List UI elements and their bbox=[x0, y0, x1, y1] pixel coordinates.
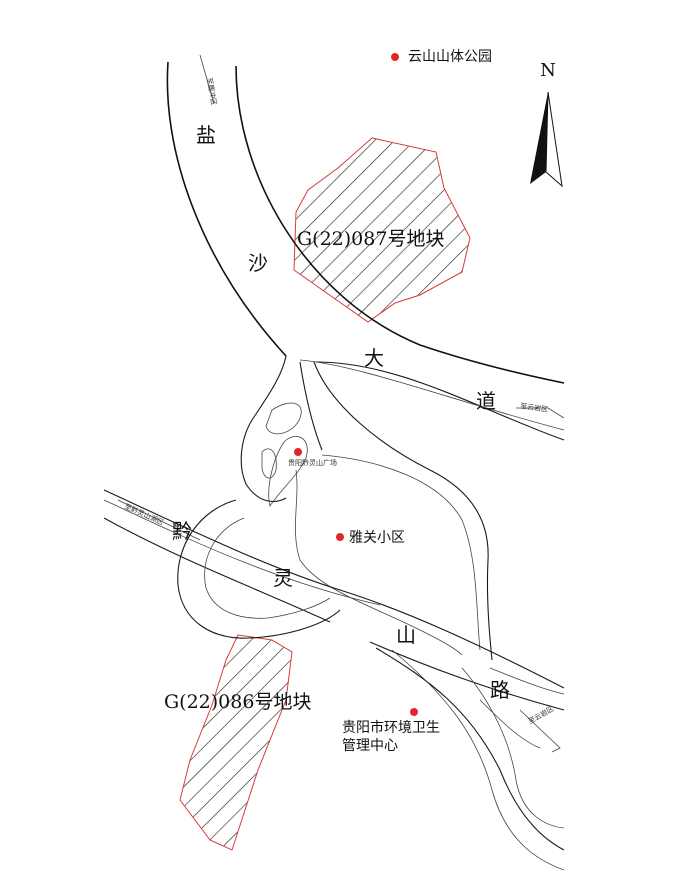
poi-label-community: 雅关小区 bbox=[349, 530, 405, 546]
road-name-lu: 路 bbox=[490, 678, 510, 702]
road-name-sha: 沙 bbox=[248, 251, 268, 275]
road-name-ling: 灵 bbox=[273, 566, 293, 590]
road-name-qian: 黔 bbox=[172, 519, 192, 543]
yansha-road-south-edge bbox=[315, 361, 565, 441]
qianling-road-north-edge-2 bbox=[103, 499, 381, 606]
ramp-central bbox=[299, 361, 323, 451]
se-road-east-edge bbox=[489, 667, 565, 695]
direction-label-yunyan-top: 至云岩区 bbox=[520, 401, 549, 414]
poi-dot-sanitation bbox=[410, 708, 418, 716]
poi-dot-square bbox=[294, 448, 302, 456]
direction-arrow-yunyan-top bbox=[516, 407, 565, 419]
qianling-road-north-edge bbox=[103, 489, 565, 689]
yansha-north-thin bbox=[199, 54, 215, 105]
north-arrow-dark-half bbox=[530, 92, 548, 184]
se-ramp-4 bbox=[479, 699, 541, 749]
north-arrow-light-half bbox=[545, 91, 563, 188]
ramp-inner-island-2 bbox=[261, 448, 277, 479]
parcel-label-086: G(22)086号地块 bbox=[164, 691, 311, 713]
direction-label-qianlingshan: 至黔灵山湖区 bbox=[123, 502, 165, 527]
ramp-inner-island-1 bbox=[265, 402, 302, 435]
ramp-east-loop bbox=[313, 361, 493, 661]
se-ramp-3 bbox=[461, 667, 565, 829]
sw-loop-ramp-inner bbox=[204, 517, 331, 619]
parcel-label-087: G(22)087号地块 bbox=[297, 228, 444, 250]
ramp-inner-island-3 bbox=[268, 436, 308, 508]
yansha-road-inner-edge bbox=[235, 65, 565, 384]
yansha-road-outer-edge bbox=[166, 61, 287, 357]
ramp-community-block bbox=[295, 469, 463, 656]
qianling-direction-arrow bbox=[117, 499, 201, 541]
road-name-dao: 道 bbox=[476, 389, 496, 413]
direction-arrow-yunyan-bottom bbox=[519, 709, 561, 753]
road-name-da: 大 bbox=[364, 346, 384, 370]
ramp-east-inner bbox=[321, 454, 481, 651]
ramp-west-loop bbox=[240, 355, 287, 502]
poi-label-square: 贵阳黔灵山广场 bbox=[288, 458, 337, 467]
qianling-road-south-edge-2 bbox=[369, 641, 565, 711]
parcel-g22-086 bbox=[179, 634, 293, 851]
poi-dot-park bbox=[391, 53, 399, 61]
se-ramp-1 bbox=[375, 647, 565, 851]
qianling-road-south-edge bbox=[103, 517, 331, 623]
sw-loop-ramp-outer bbox=[177, 499, 341, 639]
road-name-shan: 山 bbox=[396, 623, 416, 647]
poi-label-sanitation-2: 管理中心 bbox=[342, 738, 398, 754]
north-arrow bbox=[530, 91, 563, 188]
se-ramp-2 bbox=[391, 649, 565, 871]
yansha-road-split bbox=[299, 359, 565, 431]
poi-label-sanitation-1: 贵阳市环境卫生 bbox=[342, 719, 440, 736]
direction-label-luwan: 至鹿冲区 bbox=[205, 77, 219, 106]
direction-label-yunyan-bottom: 至云岩区 bbox=[527, 704, 556, 726]
road-name-yan: 盐 bbox=[196, 123, 216, 147]
north-label: N bbox=[540, 60, 556, 81]
poi-dot-community bbox=[336, 533, 344, 541]
parcel-g22-087 bbox=[293, 137, 471, 323]
poi-label-park: 云山山体公园 bbox=[408, 49, 492, 65]
